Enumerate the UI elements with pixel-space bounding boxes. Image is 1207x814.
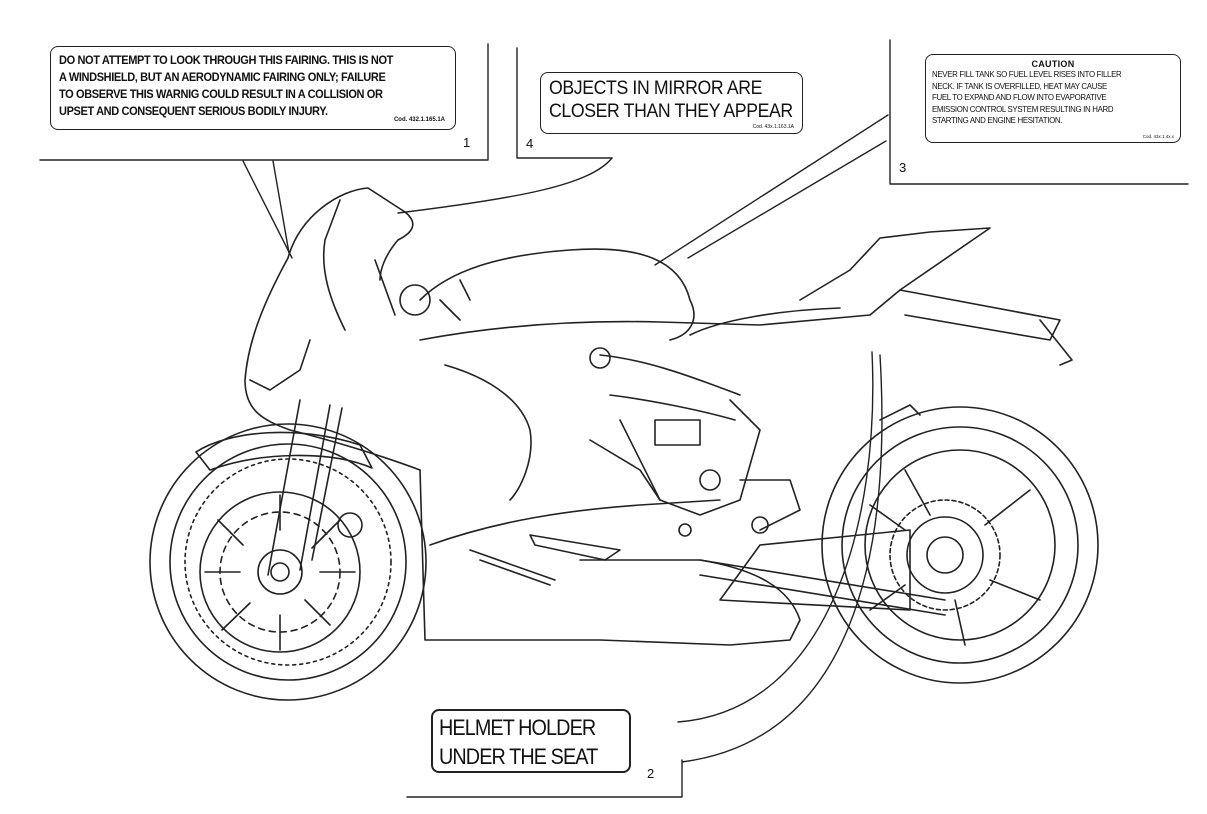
fuel-caution-line: EMISSION CONTROL SYSTEM RESULTING IN HAR… [932, 103, 1114, 114]
mirror-label-code: Cod. 43x.1.163.1A [752, 124, 794, 130]
callout-number-3: 3 [899, 160, 907, 175]
engine-details [374, 259, 801, 537]
helmet-holder-label: HELMET HOLDER UNDER THE SEAT [431, 709, 631, 773]
fuel-label-code: Cod. 43x.1.4x.x [1142, 134, 1174, 139]
fuel-caution-label: CAUTION NEVER FILL TANK SO FUEL LEVEL RI… [925, 54, 1181, 143]
fuel-caution-line: NEVER FILL TANK SO FUEL LEVEL RISES INTO… [932, 69, 1122, 79]
fairing-warning-line: DO NOT ATTEMPT TO LOOK THROUGH THIS FAIR… [59, 54, 394, 67]
callout-number-1: 1 [463, 135, 471, 150]
callout-number-4: 4 [526, 136, 534, 151]
motorcycle-body [244, 187, 1073, 646]
mirror-warning-label: OBJECTS IN MIRROR ARE CLOSER THAN THEY A… [540, 72, 803, 134]
fairing-warning-line: TO OBSERVE THIS WARNIG COULD RESULT IN A… [59, 88, 383, 101]
helmet-holder-line: HELMET HOLDER [439, 715, 596, 740]
fuel-caution-line: STARTING AND ENGINE HESITATION. [932, 115, 1063, 126]
callout-frames [39, 39, 1189, 798]
leader-lines [242, 114, 889, 763]
fuel-caution-line: FUEL TO EXPAND AND FLOW INTO EVAPORATIVE [932, 92, 1107, 103]
mirror-warning-line: OBJECTS IN MIRROR ARE [549, 78, 763, 99]
caution-heading: CAUTION [1031, 59, 1075, 69]
mirror-warning-line: CLOSER THAN THEY APPEAR [549, 101, 793, 122]
fuel-caution-line: NECK. IF TANK IS OVERFILLED, HEAT MAY CA… [932, 80, 1107, 91]
fairing-warning-label: DO NOT ATTEMPT TO LOOK THROUGH THIS FAIR… [50, 46, 456, 130]
fairing-label-code: Cod. 432.1.165.1A [393, 117, 445, 123]
helmet-holder-line: UNDER THE SEAT [439, 744, 598, 769]
fairing-warning-line: UPSET AND CONSEQUENT SERIOUS BODILY INJU… [59, 105, 328, 118]
swingarm [699, 529, 946, 616]
rear-wheel [821, 406, 1099, 684]
front-fork [195, 399, 373, 576]
fairing-warning-line: A WINDSHIELD, BUT AN AERODYNAMIC FAIRING… [59, 71, 386, 84]
callout-number-2: 2 [647, 766, 655, 781]
